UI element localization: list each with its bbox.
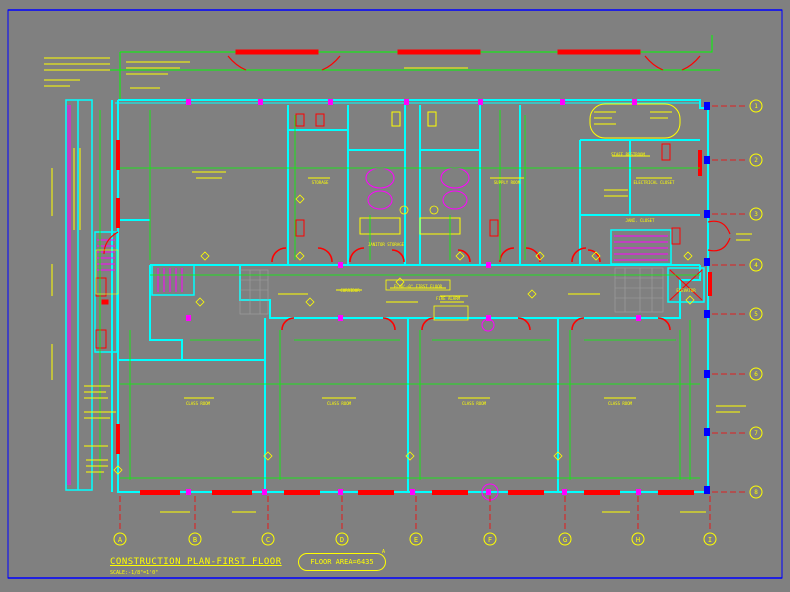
column-grid-leaders xyxy=(119,496,711,530)
grid-label-row-7: 7 xyxy=(754,430,758,437)
row-grid-leaders xyxy=(712,105,748,493)
grid-label-row-5: 5 xyxy=(754,311,758,318)
drinking-fountain xyxy=(481,318,495,332)
grid-label-col-b: B xyxy=(193,536,197,544)
level-label: EL+0'-0" FIRST FLOOR xyxy=(394,284,443,289)
west-stair-block-treads xyxy=(157,268,183,292)
room-label-class-1: CLASS ROOM xyxy=(186,401,211,406)
room-label-storage: STORAGE xyxy=(312,180,329,185)
south-windows xyxy=(140,490,694,495)
north-room-walls xyxy=(120,105,700,265)
grid-bubble-col-c xyxy=(261,532,275,546)
grid-bubble-col-d xyxy=(335,532,349,546)
east-ticks xyxy=(704,102,710,494)
grid-label-row-8: 8 xyxy=(754,489,758,496)
grid-label-row-4: 4 xyxy=(754,262,758,269)
grid-label-row-2: 2 xyxy=(754,157,758,164)
grid-bubble-row-3 xyxy=(749,207,763,221)
room-label-electrical: ELECTRICAL CLOSET xyxy=(634,180,676,185)
grid-bubble-col-f xyxy=(483,532,497,546)
grid-bubble-col-b xyxy=(188,532,202,546)
column-grid-labels: A B C D E F G H I xyxy=(118,536,712,544)
grid-label-col-c: C xyxy=(266,536,270,544)
row-grid-bubbles xyxy=(749,99,763,499)
grid-label-col-e: E xyxy=(414,536,418,544)
elevator-x xyxy=(669,269,703,301)
west-stair-treads xyxy=(67,105,115,485)
room-label-janitor-closet: JANI. CLOSET xyxy=(626,218,655,223)
grid-bubble-col-g xyxy=(558,532,572,546)
room-label-elevator: ELEVATOR xyxy=(676,288,696,293)
grid-label-row-6: 6 xyxy=(754,371,758,378)
top-windows xyxy=(227,49,701,71)
washbasin-1 xyxy=(399,205,409,215)
classroom-walls xyxy=(118,318,559,492)
west-stair-block xyxy=(151,264,195,296)
door-tags xyxy=(95,113,681,349)
grid-bubble-row-4 xyxy=(749,258,763,272)
room-label-janitor: JANITOR STORAGE xyxy=(368,242,405,247)
elevator-core xyxy=(610,229,705,303)
column-markers xyxy=(186,99,641,495)
east-stair-treads xyxy=(614,235,668,261)
room-label-restroom: STAFF RESTROOM xyxy=(611,152,645,157)
plan-title: CONSTRUCTION PLAN-FIRST FLOOR xyxy=(110,557,282,567)
level-label-box xyxy=(385,279,451,291)
grid-bubble-row-6 xyxy=(749,367,763,381)
grid-label-row-1: 1 xyxy=(754,103,758,110)
room-label-supply: SUPPLY ROOM xyxy=(494,180,521,185)
scale-note: SCALE:-1/8"=1'0" xyxy=(110,570,159,576)
fire-alarm-label: FIRE ALARM xyxy=(436,296,461,301)
grid-bubble-col-a xyxy=(113,532,127,546)
washbasin-2 xyxy=(429,205,439,215)
room-labels: CORRIDOR CLASS ROOM CLASS ROOM CLASS ROO… xyxy=(186,152,696,406)
room-label-class-4: CLASS ROOM xyxy=(608,401,633,406)
grid-label-col-h: H xyxy=(636,536,640,544)
grid-label-col-g: G xyxy=(563,536,567,544)
grid-bubble-row-5 xyxy=(749,307,763,321)
annotation-tags xyxy=(113,194,695,475)
fire-box xyxy=(433,305,469,321)
grid-label-col-f: F xyxy=(488,536,492,544)
grid-bubble-col-e xyxy=(409,532,423,546)
restroom-fixtures xyxy=(359,103,681,235)
row-grid-labels: 1 2 3 4 5 6 7 8 xyxy=(754,103,758,496)
room-label-class-3: CLASS ROOM xyxy=(462,401,487,406)
grid-label-col-d: D xyxy=(340,536,344,544)
title-mark: A xyxy=(382,549,386,555)
exterior-walls xyxy=(111,99,709,493)
shaft-hatch xyxy=(239,267,664,315)
grid-bubble-col-h xyxy=(631,532,645,546)
grid-label-col-i: I xyxy=(708,536,712,544)
grid-bubble-row-7 xyxy=(749,426,763,440)
grid-bubble-row-1 xyxy=(749,99,763,113)
room-label-class-2: CLASS ROOM xyxy=(327,401,352,406)
room-label-corridor: CORRIDOR xyxy=(340,288,360,293)
dimension-lines xyxy=(99,110,700,480)
grid-bubble-row-8 xyxy=(749,485,763,499)
annotation-text-lines xyxy=(44,57,752,513)
stair-label-box xyxy=(95,249,119,295)
west-wing xyxy=(65,99,118,491)
grid-bubble-row-2 xyxy=(749,153,763,167)
grid-bubble-col-i xyxy=(703,532,717,546)
column-grid-bubbles xyxy=(113,532,717,546)
grid-label-col-a: A xyxy=(118,536,123,544)
doors xyxy=(103,140,731,454)
grid-label-row-3: 3 xyxy=(754,211,758,218)
corridor-walls xyxy=(149,264,701,361)
floor-area-badge: FLOOR AREA=6435 xyxy=(298,553,386,571)
